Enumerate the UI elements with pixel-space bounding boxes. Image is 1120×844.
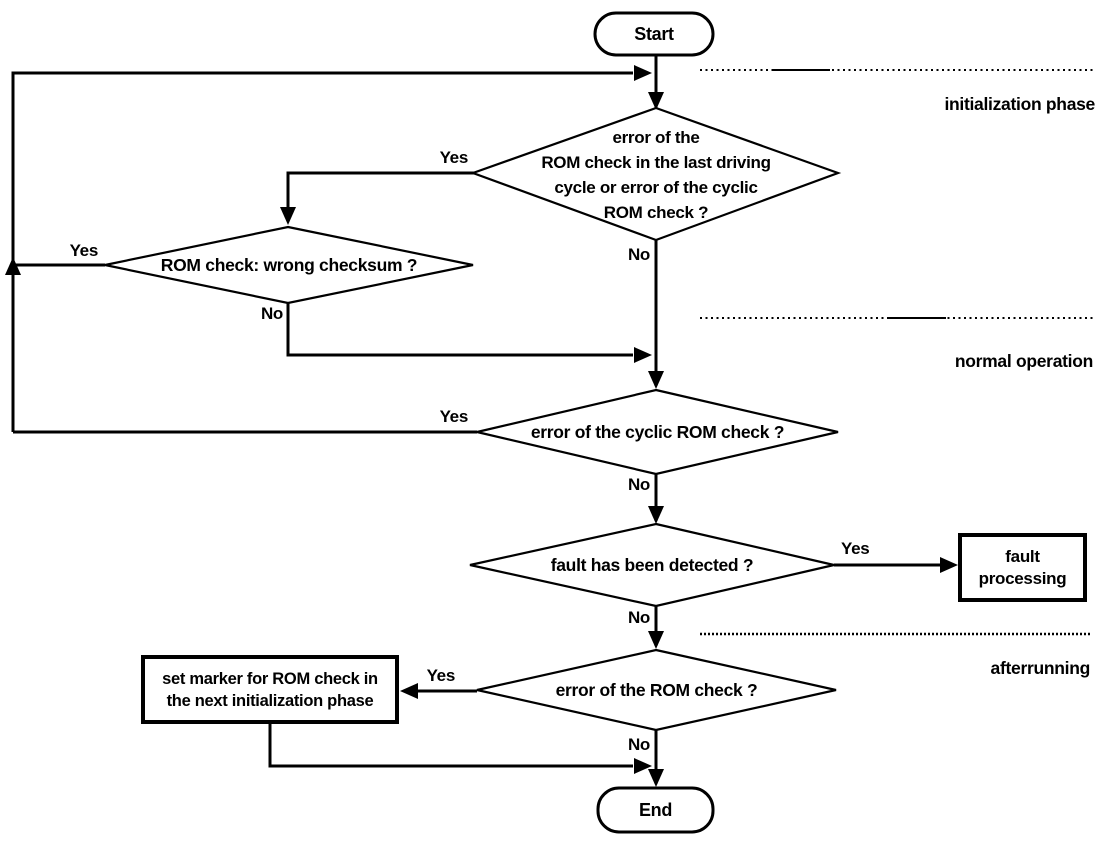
arrow-into-init-check xyxy=(648,92,664,110)
edge-init-check-yes xyxy=(286,171,474,221)
node-shapes xyxy=(104,11,1087,834)
edge-checksum-no xyxy=(286,303,633,357)
arrow-feedback-merge-top xyxy=(634,65,652,81)
phase-label-normal-operation: normal operation xyxy=(954,351,1093,371)
fault-processing-box-shape xyxy=(958,533,1087,602)
fault-processing-box-label: fault processing xyxy=(978,546,1067,588)
start-node-label: Start xyxy=(634,24,674,44)
wrong-checksum-no-label: No xyxy=(260,304,283,323)
edge-feedback-left xyxy=(11,71,633,432)
cyclic-error-yes-label: Yes xyxy=(439,407,469,426)
set-marker-box-label: set marker for ROM check in the next ini… xyxy=(162,669,378,710)
arrow-into-checksum-check xyxy=(280,207,296,225)
start-node-shape xyxy=(593,11,715,57)
arrow-into-fault-detected xyxy=(648,506,664,524)
phase-label-initialization: initialization phase xyxy=(944,94,1095,114)
arrowheads xyxy=(5,65,958,787)
end-node-label: End xyxy=(638,800,673,820)
arrow-merge-before-end xyxy=(634,758,652,774)
cyclic-error-no-label: No xyxy=(627,475,650,494)
decision-init-error-shape xyxy=(469,106,842,242)
arrow-into-set-marker xyxy=(400,683,418,699)
decision-cyclic-error-label: error of the cyclic ROM check ? xyxy=(530,422,785,442)
rom-error-no-label: No xyxy=(627,735,650,754)
wrong-checksum-yes-label: Yes xyxy=(69,241,99,260)
arrow-merge-normal-operation xyxy=(634,347,652,363)
phase-separator-lines xyxy=(700,69,1095,636)
fault-detected-yes-label: Yes xyxy=(841,539,870,558)
set-marker-box-shape xyxy=(141,655,399,724)
arrow-into-end xyxy=(648,769,664,787)
phase-label-afterrunning: afterrunning xyxy=(990,658,1091,678)
decision-wrong-checksum-shape xyxy=(104,225,474,305)
decision-cyclic-error-shape xyxy=(476,388,839,476)
init-error-yes-label: Yes xyxy=(439,148,469,167)
arrow-into-fault-processing xyxy=(940,557,958,573)
decision-rom-error-shape xyxy=(476,648,837,732)
decision-fault-detected-label: fault has been detected ? xyxy=(550,555,754,575)
decision-wrong-checksum-label: ROM check: wrong checksum ? xyxy=(160,255,418,275)
decision-fault-detected-shape xyxy=(469,522,835,608)
decision-init-error-label: error of the ROM check in the last drivi… xyxy=(541,128,771,222)
edge-set-marker-to-end xyxy=(268,722,633,768)
arrow-feedback-up xyxy=(5,257,21,275)
rom-error-yes-label: Yes xyxy=(426,666,456,685)
end-node-shape xyxy=(596,786,715,834)
arrow-into-cyclic-check xyxy=(648,371,664,389)
init-error-no-label: No xyxy=(627,245,650,264)
fault-detected-no-label: No xyxy=(627,608,650,627)
arrow-into-rom-error xyxy=(648,631,664,649)
decision-rom-error-label: error of the ROM check ? xyxy=(555,680,758,700)
